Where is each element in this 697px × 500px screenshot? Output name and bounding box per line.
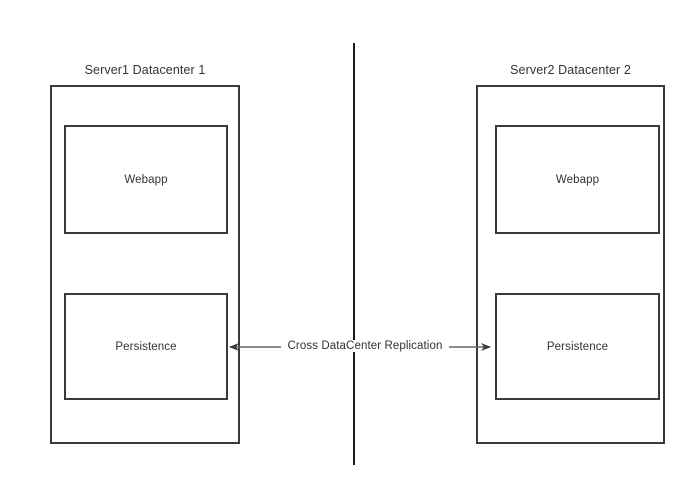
webapp-1-box[interactable]: Webapp xyxy=(64,125,228,234)
cross-datacenter-replication-label: Cross DataCenter Replication xyxy=(281,340,449,352)
webapp-2-label: Webapp xyxy=(555,173,600,186)
webapp-2-box[interactable]: Webapp xyxy=(495,125,660,234)
webapp-1-label: Webapp xyxy=(124,173,168,186)
datacenter-boundary-divider xyxy=(353,43,355,465)
datacenter-1-title: Server1 Datacenter 1 xyxy=(84,63,206,77)
persistence-1-box[interactable]: Persistence xyxy=(64,293,228,400)
persistence-2-box[interactable]: Persistence xyxy=(495,293,660,400)
persistence-2-label: Persistence xyxy=(546,340,609,353)
persistence-1-label: Persistence xyxy=(115,340,177,353)
datacenter-2-title: Server2 Datacenter 2 xyxy=(510,63,631,77)
